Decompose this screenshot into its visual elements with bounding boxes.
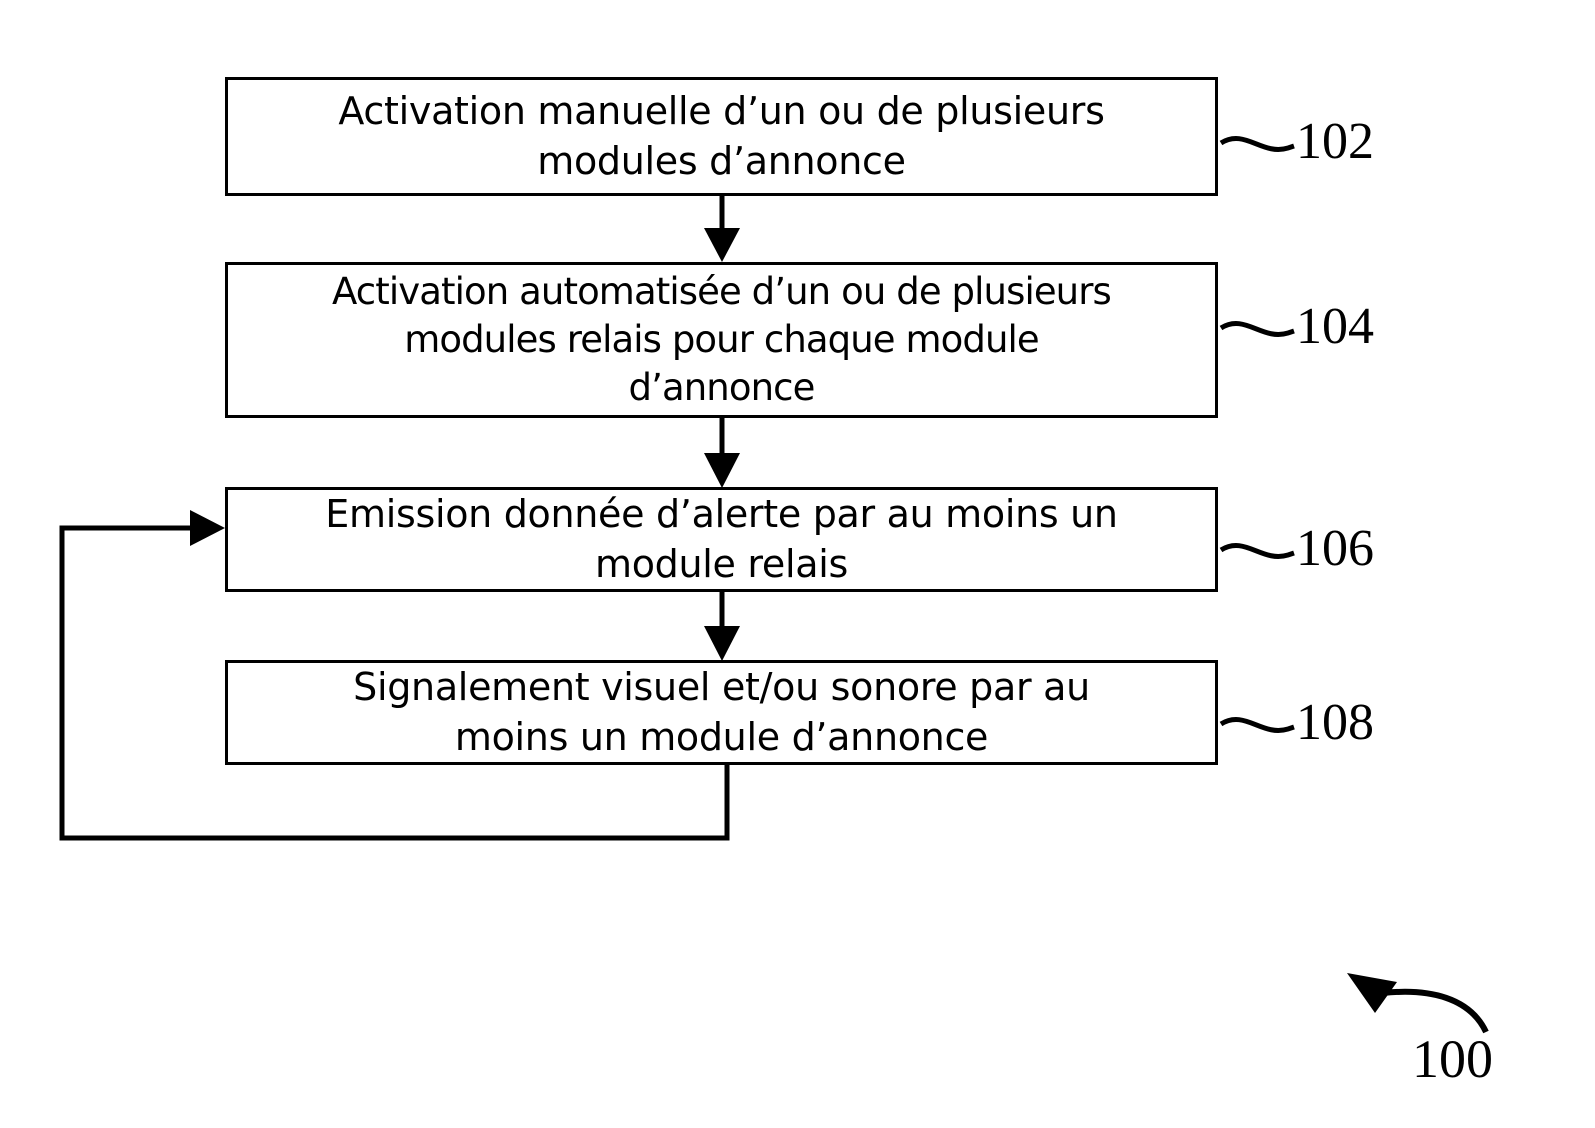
reference-numeral-100: 100 <box>1412 1029 1493 1089</box>
reference-numeral-104: 104 <box>1296 298 1374 355</box>
step-box-102[interactable]: Activation manuelle d’un ou de plusieurs… <box>225 77 1218 196</box>
arrow-106-to-108 <box>704 592 740 661</box>
leader-line-102 <box>1219 136 1295 152</box>
step-label-106: Emission donnée d’alerte par au moins un… <box>325 492 1118 586</box>
step-label-102: Activation manuelle d’un ou de plusieurs… <box>338 89 1105 183</box>
step-label-104: Activation automatisée d’un ou de plusie… <box>332 269 1112 410</box>
feedback-108-to-106 <box>59 510 730 841</box>
reference-numeral-108: 108 <box>1296 694 1374 751</box>
step-box-108[interactable]: Signalement visuel et/ou sonore par au m… <box>225 660 1218 765</box>
step-label-108: Signalement visuel et/ou sonore par au m… <box>353 665 1090 759</box>
reference-numeral-106: 106 <box>1296 520 1374 577</box>
leader-line-108 <box>1219 717 1295 733</box>
figure-callout-arrow <box>1347 973 1489 1034</box>
step-box-104[interactable]: Activation automatisée d’un ou de plusie… <box>225 262 1218 418</box>
step-box-106[interactable]: Emission donnée d’alerte par au moins un… <box>225 487 1218 592</box>
reference-numeral-102: 102 <box>1296 113 1374 170</box>
leader-line-104 <box>1219 321 1295 337</box>
leader-line-106 <box>1219 543 1295 559</box>
arrow-104-to-106 <box>704 418 740 488</box>
arrow-102-to-104 <box>704 196 740 262</box>
